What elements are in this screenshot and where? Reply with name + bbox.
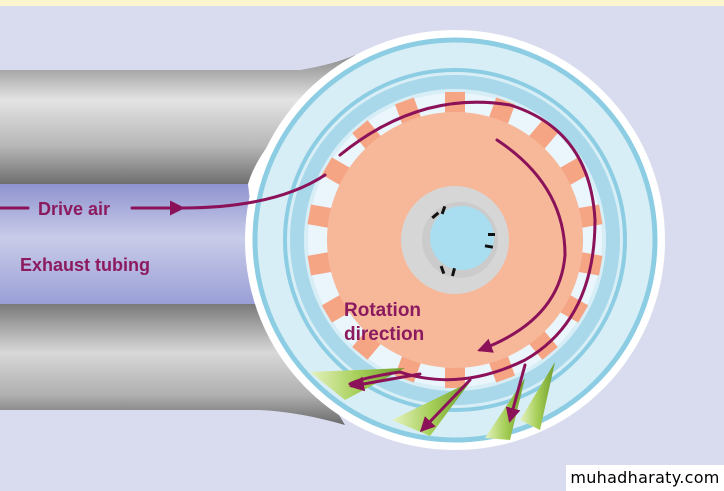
hub-center	[430, 206, 494, 270]
rotation-arrow	[477, 138, 567, 353]
rotation-label-line2: direction	[344, 324, 424, 345]
drive-air-curve	[180, 173, 327, 210]
exhaust-vent-3	[485, 378, 525, 440]
exhaust-tubing-label: Exhaust tubing	[20, 255, 150, 275]
middle-ring	[283, 68, 627, 412]
air-flow-paths	[0, 100, 597, 433]
lower-housing	[0, 304, 345, 425]
drive-air-label: Drive air	[38, 199, 110, 219]
exhaust-vent-2	[392, 382, 470, 436]
exhaust-arrow-1	[349, 372, 422, 392]
top-strip	[0, 0, 724, 6]
hub-slots	[431, 205, 495, 277]
exhaust-arrow-3	[505, 363, 527, 423]
rotation-label-line1: Rotation	[344, 300, 421, 321]
outer-ring	[252, 37, 658, 443]
exhaust-arrow-2	[419, 378, 472, 433]
exhaust-tubing	[0, 184, 270, 304]
circulation-path	[338, 100, 597, 386]
watermark: muhadharaty.com	[566, 465, 724, 491]
exhaust-vent-4	[520, 362, 555, 430]
